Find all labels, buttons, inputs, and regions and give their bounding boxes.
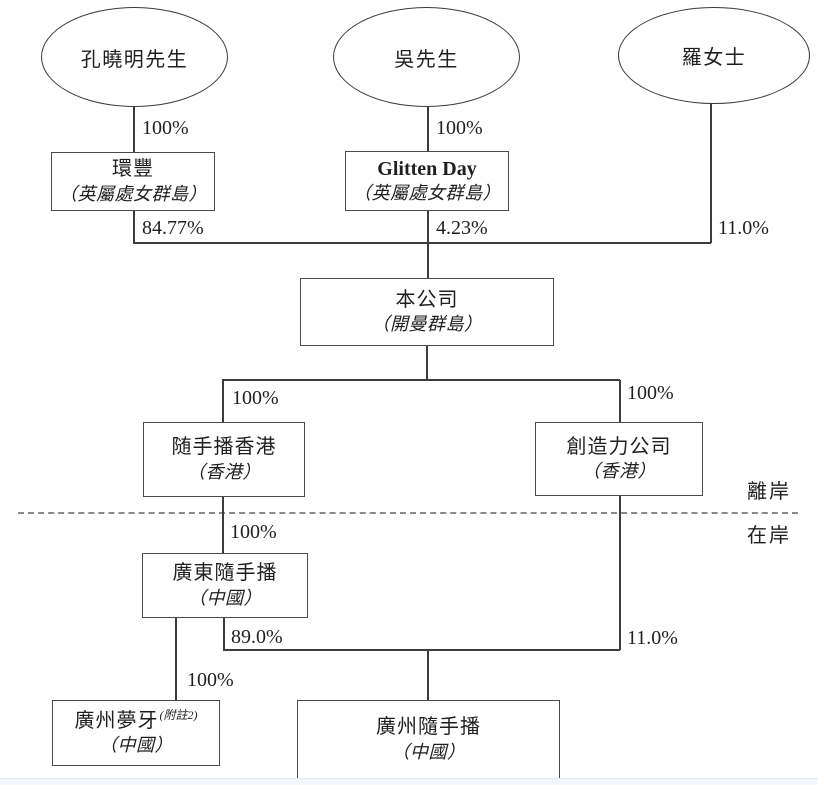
ownership-label-creativity-gzssb: 11.0% <box>627 627 678 649</box>
ownership-label-gdssb-gzmengya: 100% <box>187 669 234 691</box>
company-name-huanfeng: 環豐 <box>112 158 154 181</box>
ownership-label-kong-huanfeng: 100% <box>142 117 189 139</box>
company-box-gz-mengya: 廣州夢牙(附註2) （中國） <box>52 700 220 766</box>
edge-luo-to-junction <box>710 103 712 243</box>
edge-huanfeng-to-junction <box>133 211 135 243</box>
ownership-label-gdssb-gzssb: 89.0% <box>231 626 283 648</box>
edge-gdssb-to-gzmengya <box>175 618 177 700</box>
edge-junction-to-gzssb <box>427 650 429 700</box>
edge-company-down <box>426 346 428 380</box>
offshore-onshore-divider <box>18 512 798 514</box>
shareholder-label-luo: 羅女士 <box>681 47 747 69</box>
company-name-gd-ssb: 廣東隨手播 <box>172 562 278 585</box>
company-box-gd-ssb: 廣東隨手播 （中國） <box>142 553 308 618</box>
shareholder-ellipse-kong: 孔曉明先生 <box>41 7 228 107</box>
company-name-gz-ssb: 廣州隨手播 <box>376 716 481 739</box>
company-jurisdiction-creativity: （香港） <box>582 461 656 482</box>
edge-kong-to-huanfeng <box>133 107 135 152</box>
company-jurisdiction-ssb-hk: （香港） <box>187 461 261 482</box>
company-jurisdiction-the-company: （開曼群島） <box>371 314 483 335</box>
edge-glitten-to-junction <box>427 211 429 243</box>
page-bottom-edge <box>0 778 818 785</box>
offshore-label: 離岸 <box>747 481 791 503</box>
edge-junction-to-company <box>427 243 429 278</box>
ownership-label-glitten-company: 4.23% <box>436 217 488 239</box>
edge-top-junction-bar <box>133 242 711 244</box>
edge-hk-junction-bar <box>222 379 620 381</box>
ownership-label-company-creativity: 100% <box>627 382 674 404</box>
edge-creativity-down <box>619 496 621 650</box>
company-name-ssb-hk: 随手播香港 <box>171 436 277 459</box>
company-box-the-company: 本公司 （開曼群島） <box>300 278 554 346</box>
company-name-the-company: 本公司 <box>395 288 459 311</box>
edge-onshore-junction-bar <box>223 649 620 651</box>
company-box-glitten-day: Glitten Day （英屬處女群島） <box>345 151 509 211</box>
company-box-gz-ssb: 廣州隨手播 （中國） <box>297 700 560 778</box>
edge-ssbhk-to-gdssb <box>222 497 224 553</box>
onshore-label: 在岸 <box>747 525 791 547</box>
shareholder-label-wu: 吳先生 <box>394 48 459 71</box>
ownership-label-wu-glitten: 100% <box>436 117 483 139</box>
shareholder-ellipse-luo: 羅女士 <box>618 7 810 104</box>
company-jurisdiction-gz-ssb: （中國） <box>391 741 466 762</box>
company-jurisdiction-gz-mengya: （中國） <box>99 735 173 756</box>
shareholder-ellipse-wu: 吳先生 <box>333 7 520 107</box>
company-name-gz-mengya: 廣州夢牙(附註2) <box>74 708 198 732</box>
edge-junction-to-creativity <box>619 380 621 422</box>
edge-gdssb-down <box>223 618 225 650</box>
company-name-creativity: 創造力公司 <box>566 435 672 458</box>
company-jurisdiction-huanfeng: （英屬處女群島） <box>59 183 207 204</box>
gz-mengya-note: (附註2) <box>159 708 198 723</box>
company-jurisdiction-glitten-day: （英屬處女群島） <box>353 183 501 204</box>
ownership-label-huanfeng-company: 84.77% <box>142 217 204 239</box>
ownership-label-luo-company: 11.0% <box>718 217 769 239</box>
company-box-creativity: 創造力公司 （香港） <box>535 422 703 496</box>
company-box-ssb-hk: 随手播香港 （香港） <box>143 422 305 497</box>
ownership-label-ssbhk-gdssb: 100% <box>230 521 277 543</box>
company-box-huanfeng: 環豐 （英屬處女群島） <box>51 152 215 211</box>
edge-junction-to-ssbhk <box>222 380 224 422</box>
edge-wu-to-glitten <box>427 107 429 152</box>
shareholder-label-kong: 孔曉明先生 <box>80 48 189 71</box>
ownership-label-company-ssbhk: 100% <box>232 387 279 409</box>
company-name-glitten-day: Glitten Day <box>377 157 477 180</box>
company-jurisdiction-gd-ssb: （中國） <box>188 587 262 608</box>
